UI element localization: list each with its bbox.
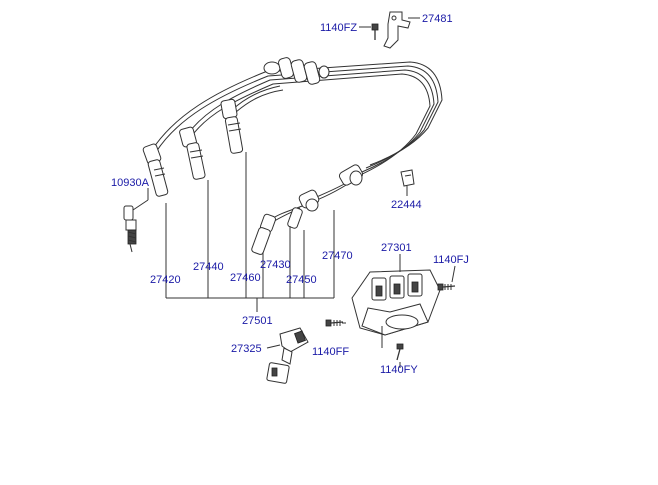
label-27420: 27420 [150,274,181,286]
label-27470: 27470 [322,250,353,262]
sensor-27325 [266,327,309,384]
ignition-wire-bundle [151,57,443,226]
label-10930A: 10930A [111,177,150,189]
label-1140FJ: 1140FJ [433,254,469,266]
label-27460: 27460 [230,272,261,284]
label-1140FY: 1140FY [380,364,418,376]
label-27325: 27325 [231,343,262,355]
spark-plug [123,205,137,253]
bolt-1140FJ [437,283,456,291]
label-27430: 27430 [260,259,291,271]
plug-wire-27420 [142,143,169,197]
plug-wire-27440 [179,126,206,180]
label-27440: 27440 [193,261,224,273]
label-1140FF: 1140FF [312,346,349,358]
label-22444: 22444 [391,199,422,211]
wire-holder-clip [263,57,330,85]
ignition-coil [351,269,441,348]
plug-wire-27460 [220,98,244,154]
leader-lines [132,17,456,368]
label-27301: 27301 [381,242,412,254]
wire-holder-lower [298,164,364,212]
bracket-27481 [383,11,411,49]
label-27450: 27450 [286,274,317,286]
label-1140FZ: 1140FZ [320,22,357,34]
label-27481: 27481 [422,13,453,25]
bolt-1140FF [325,319,344,327]
clip-22444 [400,169,415,187]
bolt-1140FY [396,343,404,361]
bolt-1140FZ [371,23,379,40]
plug-wire-27450 [251,207,303,255]
label-27501: 27501 [242,315,273,327]
